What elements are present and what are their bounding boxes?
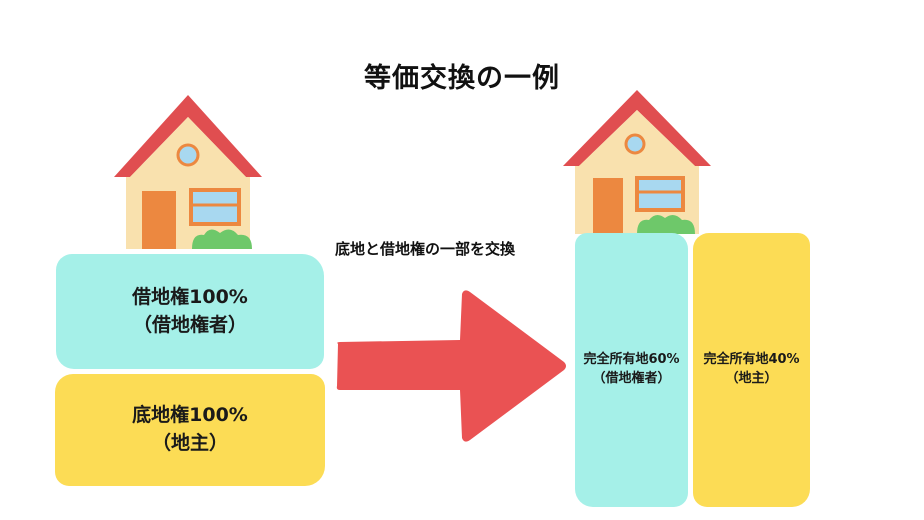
house-icon xyxy=(114,95,262,249)
block-label: 底地権100% xyxy=(132,404,248,427)
house-door xyxy=(142,191,176,249)
landownership-100-block: 底地権100% （地主） xyxy=(55,374,325,486)
house-icon xyxy=(563,90,711,234)
full-ownership-40-block: 完全所有地40% （地主） xyxy=(693,233,810,507)
house-window xyxy=(189,188,241,226)
arrow-right-icon xyxy=(336,290,566,442)
exchange-caption: 底地と借地権の一部を交換 xyxy=(335,240,516,258)
bush xyxy=(192,229,252,249)
house-roof xyxy=(114,95,262,177)
diagram-title: 等価交換の一例 xyxy=(364,63,560,94)
round-window xyxy=(624,133,646,155)
block-label: 借地権100% xyxy=(132,285,248,308)
house-door xyxy=(593,178,623,234)
block-holder: （借地権者） xyxy=(592,371,671,386)
block-holder: （借地権者） xyxy=(132,313,247,336)
house-roof xyxy=(563,90,711,166)
leasehold-100-block: 借地権100% （借地権者） xyxy=(56,254,324,369)
bush xyxy=(637,214,695,234)
block-label: 完全所有地60% xyxy=(583,352,680,368)
block-holder: （地主） xyxy=(725,371,778,386)
block-holder: （地主） xyxy=(151,432,228,454)
round-window xyxy=(176,143,200,167)
block-label: 完全所有地40% xyxy=(703,352,800,368)
house-window xyxy=(635,176,685,212)
full-ownership-60-block: 完全所有地60% （借地権者） xyxy=(575,233,688,507)
